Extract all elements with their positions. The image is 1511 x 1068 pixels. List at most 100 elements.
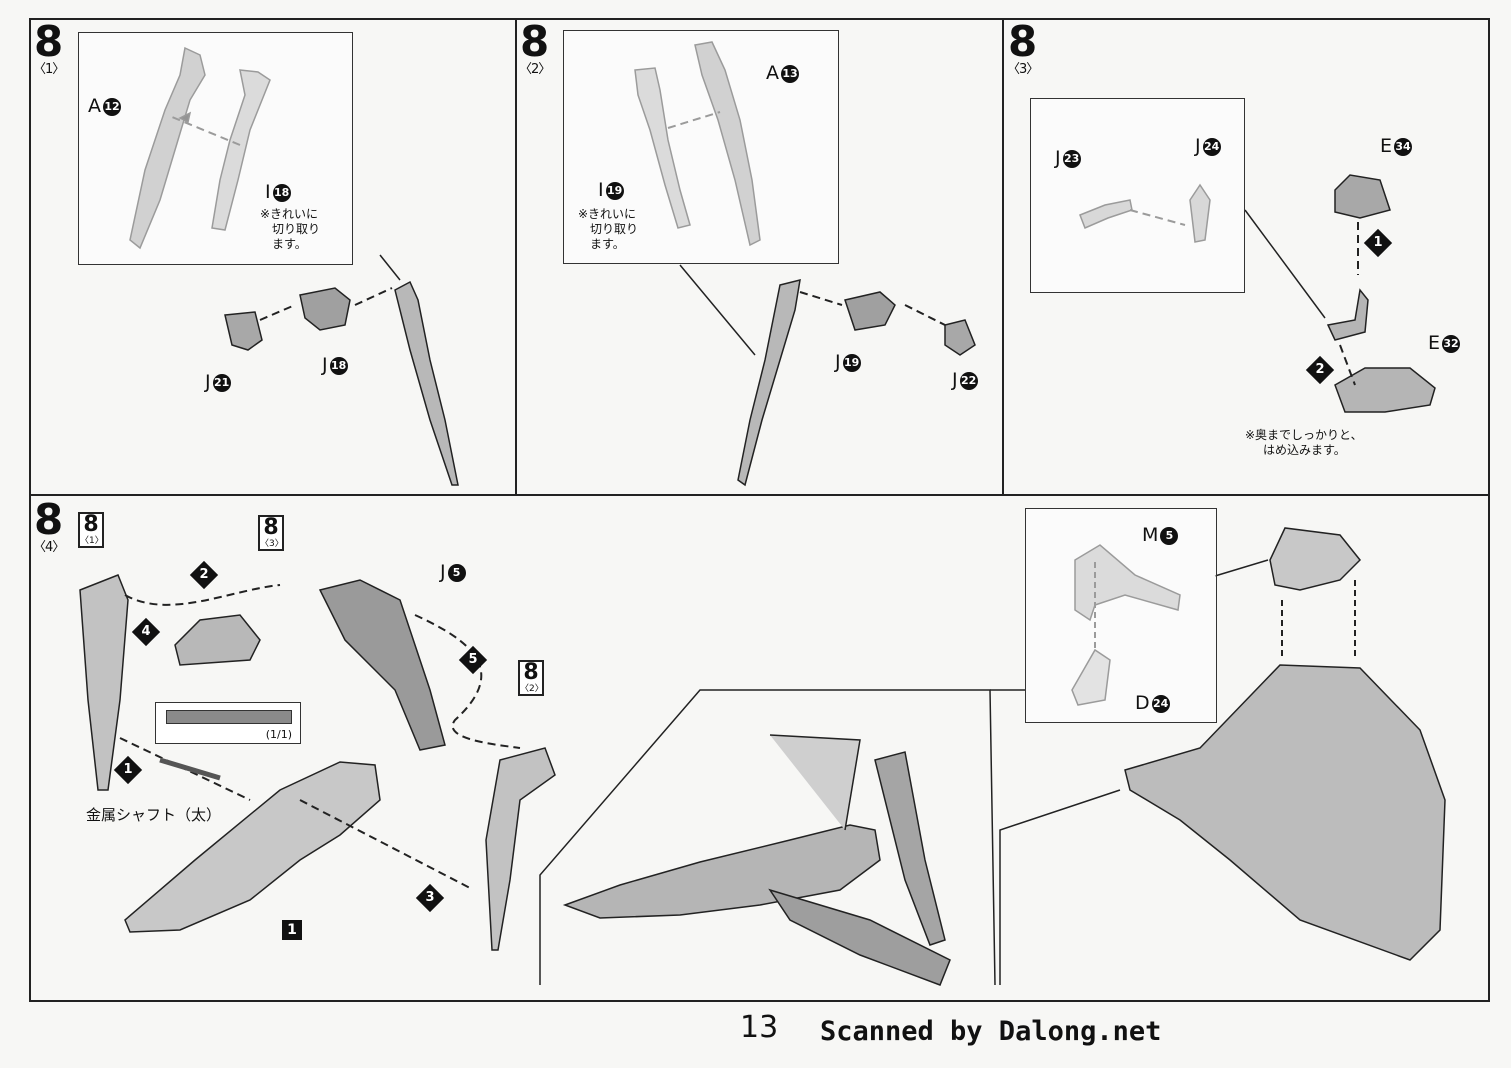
step4-arrow-5-label: 5 — [468, 652, 478, 667]
ref-step-8-1-num: 8 — [83, 512, 99, 537]
step4-arrow-2-label: 2 — [199, 567, 209, 582]
ref-step-8-3: 8 〈3〉 — [258, 515, 284, 551]
ref-step-8-2-sub: 〈2〉 — [520, 684, 544, 694]
panel1-inset — [78, 32, 353, 265]
label-i19-num: 19 — [605, 181, 624, 200]
label-m5-letter: M — [1142, 524, 1159, 546]
divider-3 — [1002, 18, 1004, 496]
step3-arrow-1-label: 1 — [1373, 235, 1383, 250]
label-e32-letter: E — [1428, 332, 1441, 354]
panel1-note-line3: ます。 — [272, 237, 307, 251]
label-j24-num: 24 — [1202, 137, 1221, 156]
step4-arrow-1: 1 — [113, 755, 143, 785]
label-j22-num: 22 — [959, 371, 978, 390]
shaft-scale-box: (1/1) — [155, 702, 301, 744]
step3-arrow-2: 2 — [1305, 355, 1335, 385]
step3-arrow-1: 1 — [1363, 228, 1393, 258]
panel3-note-line1: ※奥までしっかりと、 — [1245, 428, 1363, 442]
panel1-joint-j18 — [299, 287, 351, 331]
label-m5-num: 5 — [1160, 526, 1179, 545]
panel1-note-line2: 切り取り — [272, 222, 321, 236]
p4-blade-right — [485, 747, 556, 951]
step4-arrow-3-label: 3 — [425, 890, 435, 905]
metal-shaft — [159, 757, 221, 781]
step3-arrow-2-label: 2 — [1315, 362, 1325, 377]
panel3-inset — [1030, 98, 1245, 293]
ref-step-8-1-sub: 〈1〉 — [80, 536, 104, 546]
step4-arrow-1-label: 1 — [123, 762, 133, 777]
panel3-part-e34 — [1334, 174, 1391, 219]
label-d24-num: 24 — [1151, 694, 1170, 713]
p4-blade-left — [79, 574, 129, 791]
step-number-8-4: 8 — [34, 495, 64, 544]
scanner-credit: Scanned by Dalong.net — [820, 1016, 1162, 1047]
panel3-joint — [1326, 288, 1369, 341]
label-i18-letter: I — [265, 181, 271, 203]
label-i19-letter: I — [598, 179, 604, 201]
panel3-part-e32 — [1334, 367, 1436, 413]
panel1-joint-j21 — [224, 311, 263, 351]
label-j18-letter: J — [322, 354, 328, 376]
divider-2 — [515, 18, 517, 496]
panel1-note-line1: ※きれいに — [260, 207, 319, 221]
p4-head-part — [1269, 527, 1362, 591]
step4-arrow-2: 2 — [189, 560, 219, 590]
label-j5-letter: J — [440, 561, 446, 583]
body-part-mark-1: 1 — [282, 920, 302, 940]
ref-step-8-2-num: 8 — [523, 660, 539, 685]
step4-arrow-3: 3 — [415, 883, 445, 913]
step-sub-1: 〈1〉 — [33, 62, 65, 77]
step-sub-2: 〈2〉 — [519, 62, 551, 77]
label-j19-letter: J — [835, 351, 841, 373]
p4-nose-body — [124, 761, 381, 933]
label-i18-num: 18 — [272, 183, 291, 202]
label-j24-letter: J — [1195, 135, 1201, 157]
step4-arrow-4-label: 4 — [141, 624, 151, 639]
label-j23-letter: J — [1055, 147, 1061, 169]
panel1-note: ※きれいに 切り取り ます。 — [260, 207, 320, 252]
label-e34-letter: E — [1380, 135, 1393, 157]
p4-part-j5 — [318, 579, 446, 751]
step-sub-3: 〈3〉 — [1007, 62, 1039, 77]
panel2-joint-j19 — [844, 291, 896, 331]
label-j18-num: 18 — [329, 356, 348, 375]
p4-final-assembly — [1124, 664, 1446, 961]
shaft-scale-label: (1/1) — [265, 728, 292, 741]
ref-step-8-1: 8 〈1〉 — [78, 512, 104, 548]
label-a12-letter: A — [88, 95, 101, 117]
panel4-inset — [1025, 508, 1217, 723]
label-j19-num: 19 — [842, 353, 861, 372]
label-a13-num: 13 — [781, 64, 799, 83]
ref-step-8-3-sub: 〈3〉 — [260, 539, 284, 549]
page-number: 13 — [740, 1010, 779, 1045]
panel1-lower-blade — [394, 280, 459, 486]
step-number-8-1: 8 — [34, 17, 64, 66]
panel3-note-line2: はめ込みます。 — [1263, 443, 1346, 457]
step-sub-4: 〈4〉 — [33, 540, 65, 555]
label-e32-num: 32 — [1442, 334, 1461, 353]
label-e34-num: 34 — [1394, 137, 1413, 156]
metal-shaft-label: 金属シャフト（太） — [86, 806, 222, 824]
label-d24-letter: D — [1135, 692, 1150, 714]
label-j21-letter: J — [205, 371, 211, 393]
step4-arrow-5: 5 — [458, 645, 488, 675]
label-j22-letter: J — [952, 369, 958, 391]
label-j21-num: 21 — [212, 373, 231, 392]
panel2-note-line3: ます。 — [590, 237, 625, 251]
shaft-scale-bar — [166, 710, 292, 724]
step-number-8-3: 8 — [1008, 17, 1038, 66]
